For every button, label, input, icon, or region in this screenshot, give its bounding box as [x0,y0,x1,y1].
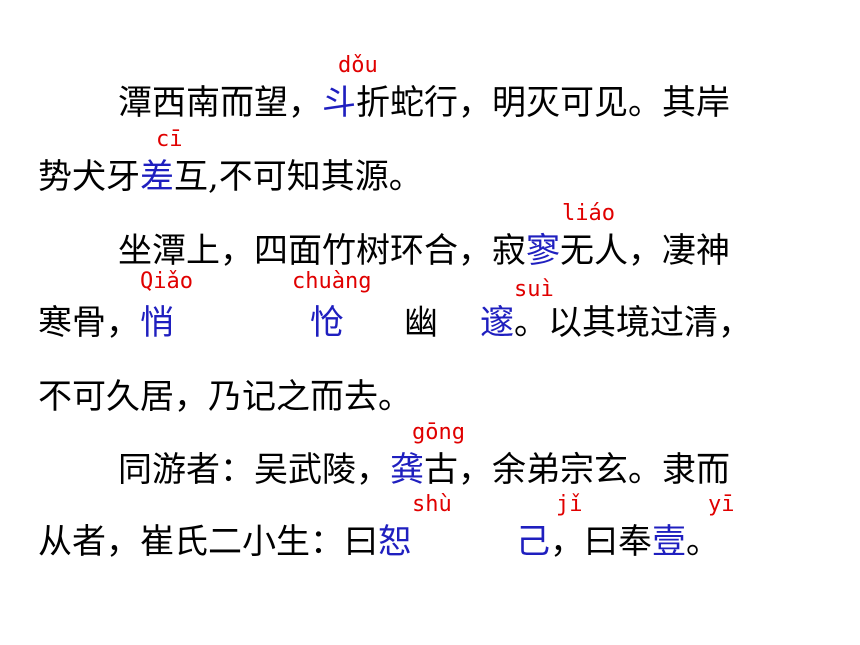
p3-line2-mid: ，曰奉 [550,522,652,562]
p3-line1-pre: 同游者：吴武陵， [118,450,390,490]
p1-line1: 潭西南而望，斗折蛇行，明灭可见。其岸 [118,83,730,123]
p3-line2-pre: 从者，崔氏二小生：曰 [38,522,378,562]
p2-line2-highlight-sui: 邃 [480,303,514,343]
p2-line2-highlight-qiao: 悄 [140,303,174,343]
p3-line1-post: 古，余弟宗玄。隶而 [424,450,730,490]
pinyin-ci: cī [156,127,183,152]
pinyin-liao: liáo [562,201,615,226]
p1-line2: 势犬牙差互,不可知其源。 [38,157,423,197]
p3-line2-highlight-ji: 己 [516,522,550,562]
p1-line2-post: 互,不可知其源。 [174,157,423,197]
p1-line1-highlight: 斗 [322,83,356,123]
p3-line2-post: 。 [686,522,720,562]
p3-line2-highlight-yi: 壹 [652,522,686,562]
p3-line1-highlight: 龚 [390,450,424,490]
p2-line2: 寒骨，悄 怆 幽 邃。以其境过清， [38,303,752,343]
p3-line1: 同游者：吴武陵，龚古，余弟宗玄。隶而 [118,450,730,490]
p3-line2-highlight-shu: 恕 [378,522,412,562]
p2-line1-highlight: 寥 [526,231,560,271]
p2-line3: 不可久居，乃记之而去。 [38,377,412,417]
pinyin-chuang: chuàng [292,269,372,294]
pinyin-dou: dǒu [338,53,378,78]
p3-line2: 从者，崔氏二小生：曰恕 己，曰奉壹。 [38,522,720,562]
p2-line1: 坐潭上，四面竹树环合，寂寥无人，凄神 [118,231,730,271]
p2-line2-you: 幽 [404,303,438,343]
pinyin-shu: shù [412,492,452,517]
pinyin-sui: suì [514,277,554,302]
p2-line2-post: 。以其境过清， [514,303,752,343]
pinyin-yi: yī [708,492,735,517]
p1-line2-pre: 势犬牙 [38,157,140,197]
p1-line1-post: 折蛇行，明灭可见。其岸 [356,83,730,123]
p1-line2-highlight: 差 [140,157,174,197]
p2-line1-pre: 坐潭上，四面竹树环合，寂 [118,231,526,271]
pinyin-gong: gōng [412,420,465,445]
p2-line2-highlight-chuang: 怆 [310,303,344,343]
p2-line2-pre: 寒骨， [38,303,140,343]
p2-line1-post: 无人，凄神 [560,231,730,271]
pinyin-ji: jǐ [556,492,583,517]
pinyin-qiao: Qiǎo [140,269,193,294]
p1-line1-pre: 潭西南而望， [118,83,322,123]
